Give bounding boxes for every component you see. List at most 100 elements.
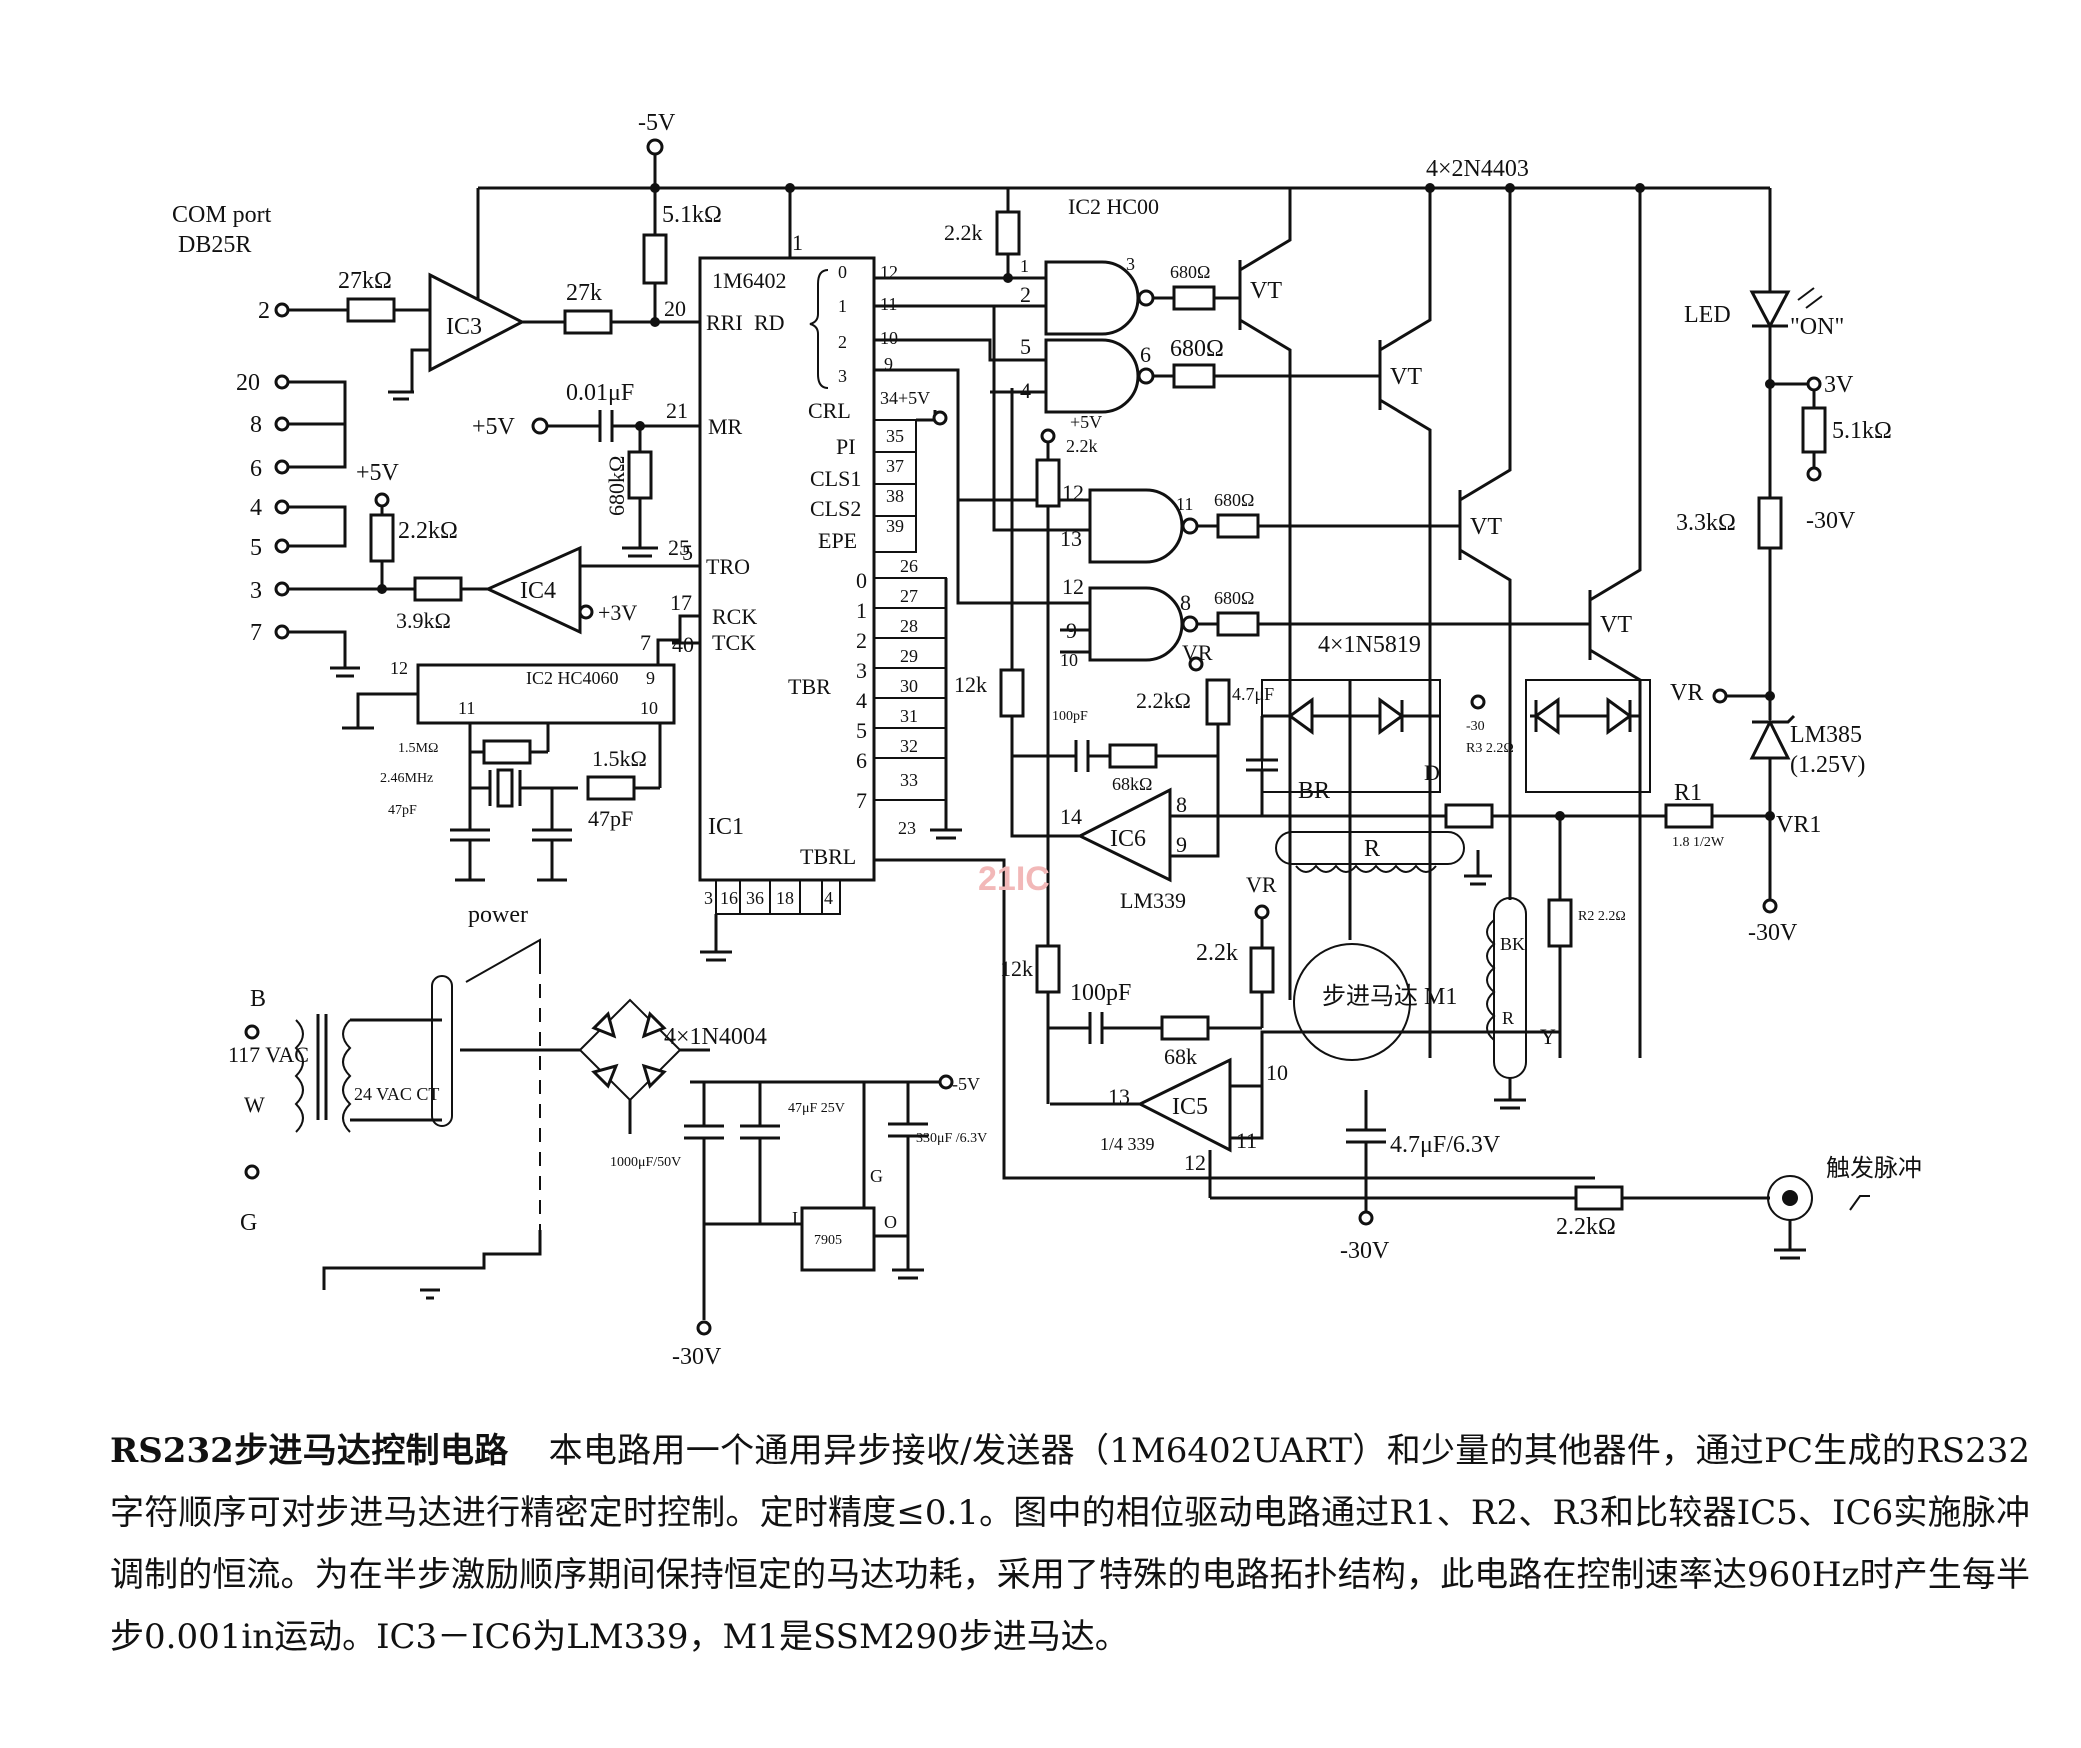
neg5v-top-label: -5V: [638, 110, 676, 136]
resistor-27k: [563, 309, 613, 335]
rd-bit: 2: [838, 332, 847, 352]
resistor-12k-ic5: [1035, 944, 1061, 994]
resistor-680-1: [1172, 285, 1216, 311]
right-pin: 34+5V: [880, 388, 930, 408]
label-xtal: 2.46MHz: [380, 771, 433, 786]
label-3v: 3V: [1824, 372, 1854, 398]
crystal-oscillator: 1.5MΩ 2.46MHz 1.5kΩ 47pF 47pF: [380, 723, 662, 882]
vr1-label: VR1: [1776, 812, 1821, 838]
pin-7: 7: [640, 630, 651, 655]
right-pin: 32: [900, 736, 918, 756]
bottom-pin: 18: [776, 888, 794, 908]
bottom-pin: 3: [704, 888, 713, 908]
com-pin: 2: [258, 298, 270, 324]
caption-body: 本电路用一个通用异步接收/发送器（1M6402UART）和少量的其他器件，通过P…: [110, 1431, 2030, 1657]
pin-tbrl: TBRL: [800, 844, 856, 869]
label-12k-b: 12k: [1000, 956, 1033, 981]
resistor-27k-ohm: [346, 297, 396, 323]
lm385-label: LM385: [1790, 722, 1862, 748]
regulator-label: 7905: [814, 1233, 842, 1248]
resistor-68k-b: [1160, 1015, 1210, 1041]
label-2k2-gate: 2.2k: [1066, 436, 1098, 456]
label-neg30v-led: -30V: [1806, 508, 1856, 534]
lm385-reference: LM385 (1.25V): [1749, 714, 1865, 900]
transformer-w: W: [244, 1092, 265, 1117]
label-3k9: 3.9kΩ: [396, 608, 451, 633]
label-2k2-ic5: 2.2k: [1196, 940, 1238, 966]
bottom-pin: 36: [746, 888, 764, 908]
label-vr-lm385: VR: [1670, 680, 1703, 706]
resistor-r2: [1547, 898, 1573, 948]
pin-17: 17: [670, 590, 692, 615]
hc00-gates: IC2 HC00 1 2 3 5 4 6 12 13 11 12 9 10 8: [958, 194, 1199, 670]
rd-bit: 3: [838, 366, 847, 386]
pin-crl: CRL: [808, 398, 851, 423]
coil-r-label: R: [1364, 836, 1380, 862]
vr-ic6: VR: [1182, 640, 1213, 665]
ic6-sub: LM339: [1120, 888, 1186, 913]
ic5-pin-10: 10: [1266, 1060, 1288, 1085]
resistor-2k2-ic5: [1249, 946, 1275, 994]
right-pin: 35: [886, 426, 904, 446]
pin-12: 12: [390, 658, 408, 678]
pin-rri: RRI: [706, 310, 743, 335]
gate-pin-13: 13: [1060, 526, 1082, 551]
coil-r2-label: R: [1502, 1008, 1514, 1028]
ic6-pin-14: 14: [1060, 804, 1082, 829]
tbr-bit: 3: [856, 658, 867, 683]
right-pin: 38: [886, 486, 904, 506]
pin-10: 10: [640, 698, 658, 718]
resistor-2k2-top: [995, 210, 1021, 256]
pin-cls2: CLS2: [810, 496, 861, 521]
ic5-comparator: IC5 1/4 339 13 10 11 12: [1050, 1030, 1560, 1198]
label-68k: 68kΩ: [1112, 774, 1152, 794]
resistor-2k2-ic4: [369, 513, 395, 563]
ic3-label: IC3: [446, 314, 482, 340]
ic6-pin-9: 9: [1176, 832, 1187, 857]
label-1n4004: 4×1N4004: [664, 1024, 767, 1050]
pin-rck: RCK: [712, 604, 757, 629]
pin-tro: TRO: [706, 554, 750, 579]
label-2k2-trigger: 2.2kΩ: [1556, 1214, 1616, 1240]
label-2k2-top: 2.2k: [944, 220, 983, 245]
transformer-b: B: [250, 986, 266, 1012]
tbr-bit: 6: [856, 748, 867, 773]
com-pin: 6: [250, 456, 262, 482]
label-68k-b: 68k: [1164, 1044, 1197, 1069]
ic4-label: IC4: [520, 578, 556, 604]
pin-epe: EPE: [818, 528, 857, 553]
pin-20: 20: [664, 296, 686, 321]
resistor-5k1-b: [1801, 406, 1827, 454]
com-port-title: COM port: [172, 202, 272, 228]
pin-40: 40: [672, 632, 694, 657]
label-3k3: 3.3kΩ: [1676, 510, 1736, 536]
label-47u-63: 4.7μF/6.3V: [1390, 1132, 1501, 1158]
right-pin: 9: [884, 354, 893, 374]
regulator-g: G: [870, 1166, 883, 1186]
caption-heading: RS232步进马达控制电路: [110, 1431, 509, 1471]
transistor-vt-2: VT: [1378, 188, 1432, 1058]
resistor-1k5: [586, 775, 636, 801]
plus5v-gate: +5V: [1070, 412, 1102, 432]
label-2k2-ic4: 2.2kΩ: [398, 518, 458, 544]
vt-label: VT: [1390, 364, 1422, 390]
right-pin: 11: [880, 294, 897, 314]
stepper-motor-m1: 步进马达 M1: [1293, 943, 1457, 1061]
gate-pin-11: 11: [1176, 494, 1193, 514]
tbr-bit: 7: [856, 788, 867, 813]
vt-label: VT: [1600, 612, 1632, 638]
resistor-2k2-trigger: [1574, 1185, 1624, 1211]
led-indicator: LED "ON": [1684, 188, 1844, 482]
rd-bit: 1: [838, 296, 847, 316]
ic5-pin-11: 11: [1236, 1128, 1257, 1153]
lm385-voltage: (1.25V): [1790, 752, 1865, 778]
pin-rd: RD: [754, 310, 785, 335]
ic5-label: IC5: [1172, 1094, 1208, 1120]
label-47p-b: 47pF: [588, 806, 633, 831]
gate-pin-1: 1: [1020, 256, 1029, 276]
pin-mr: MR: [708, 414, 743, 439]
ic5-sub: 1/4 339: [1100, 1134, 1155, 1154]
pin-tck: TCK: [712, 630, 756, 655]
ic6-comparator: IC6 LM339 14 8 9: [1010, 700, 1262, 913]
label-5k1-b: 5.1kΩ: [1832, 418, 1892, 444]
